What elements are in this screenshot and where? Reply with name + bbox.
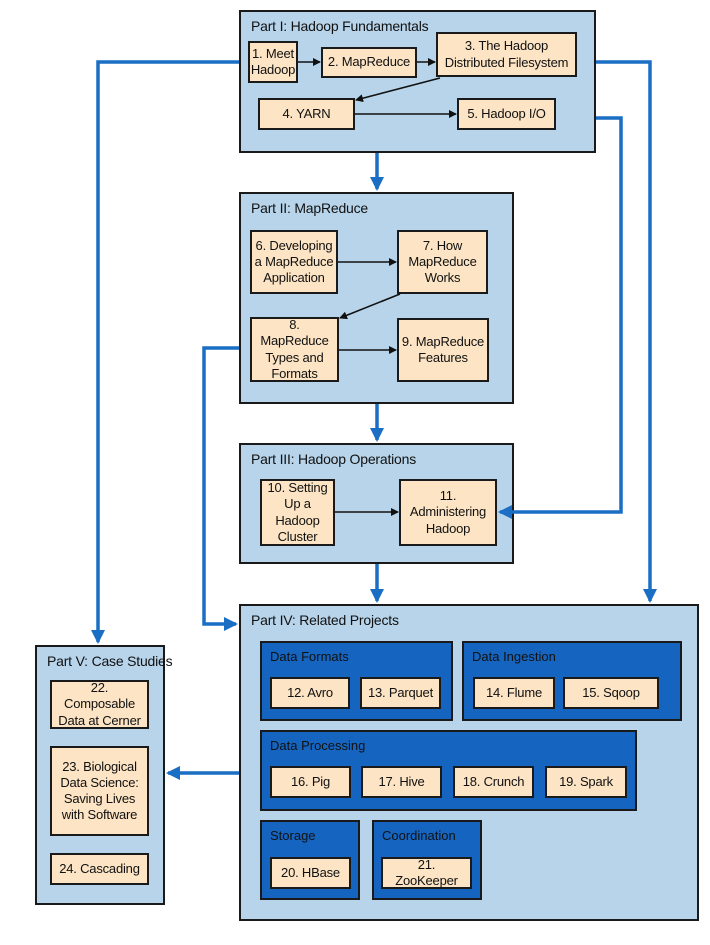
data-ingestion-title: Data Ingestion [472,649,556,664]
chapter-2-box: 2. MapReduce [321,47,417,78]
chapter-22-box: 22. Composable Data at Cerner [50,680,149,729]
chapter-16-box: 16. Pig [270,766,351,798]
chapter-24-box: 24. Cascading [50,853,149,885]
chapter-11-box: 11. Administering Hadoop [399,479,497,546]
part-4-title: Part IV: Related Projects [251,612,399,628]
chapter-12-box: 12. Avro [270,677,350,709]
part-5-title: Part V: Case Studies [47,653,173,669]
data-processing-title: Data Processing [270,738,366,753]
chapter-19-box: 19. Spark [545,766,627,798]
chapter-20-box: 20. HBase [270,857,351,889]
chapter-5-box: 5. Hadoop I/O [457,98,556,130]
chapter-14-box: 14. Flume [473,677,555,709]
chapter-18-box: 18. Crunch [453,766,534,798]
chapter-7-box: 7. How MapReduce Works [397,230,488,294]
chapter-6-box: 6. Developing a MapReduce Application [250,230,338,294]
chapter-15-box: 15. Sqoop [563,677,659,709]
chapter-1-box: 1. Meet Hadoop [248,41,298,83]
part-3-title: Part III: Hadoop Operations [251,451,417,467]
chapter-17-box: 17. Hive [361,766,442,798]
part-2-title: Part II: MapReduce [251,200,369,216]
arrow-part1-part5 [91,60,239,644]
chapter-10-box: 10. Setting Up a Hadoop Cluster [260,479,335,546]
chapter-8-box: 8. MapReduce Types and Formats [250,317,339,382]
chapter-3-box: 3. The Hadoop Distributed Filesystem [436,32,577,77]
arrow-part1-part4 [596,60,657,603]
chapter-4-box: 4. YARN [258,98,355,130]
data-formats-title: Data Formats [270,649,349,664]
arrow-ch5-ch11 [498,116,623,519]
storage-title: Storage [270,828,316,843]
chapter-9-box: 9. MapReduce Features [397,318,489,382]
coordination-title: Coordination [382,828,456,843]
chapter-13-box: 13. Parquet [360,677,441,709]
part-1-title: Part I: Hadoop Fundamentals [251,18,429,34]
arrow-part2-part4 [202,346,239,631]
chapter-21-box: 21. ZooKeeper [381,857,472,889]
chapter-23-box: 23. Biological Data Science: Saving Live… [50,746,149,836]
